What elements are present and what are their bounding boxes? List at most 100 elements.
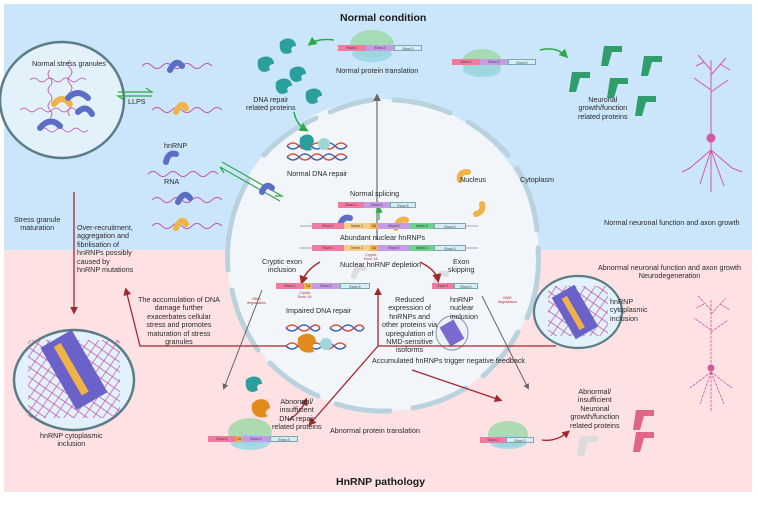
hnrnp-single-icon bbox=[163, 150, 179, 165]
exon-1: Exon 1 bbox=[338, 202, 364, 208]
label-line: Abnormal/ bbox=[280, 397, 314, 406]
intron-2: Intron 2 bbox=[410, 245, 434, 251]
label-line: hnRNPs and bbox=[389, 311, 430, 321]
label-line: stress and promotes bbox=[146, 320, 212, 330]
label-line: DNA repair bbox=[253, 95, 289, 104]
hnrnp-depleted-gray-1-icon bbox=[351, 264, 367, 279]
intron-1: Intron 1 bbox=[344, 223, 370, 229]
exon-1a: 1A bbox=[304, 283, 312, 289]
label-line: related proteins bbox=[578, 111, 628, 121]
label-normal-stress-granules: Normal stress granules bbox=[32, 59, 106, 68]
dna-normal bbox=[286, 142, 348, 161]
label-line: NMD-sensitive bbox=[386, 337, 433, 347]
label-exon-skipping: Exon skipping bbox=[448, 257, 474, 275]
label-line: inclusion bbox=[610, 313, 638, 323]
label-line: hnRNP bbox=[450, 295, 474, 304]
label-line: hnRNP cytoplasmic bbox=[40, 431, 103, 440]
exon-1: Exon 1 bbox=[312, 245, 344, 251]
nuclear-inclusion-fibrils bbox=[439, 319, 465, 347]
label-over-recruitment: Over-recruitment, aggregation and fibril… bbox=[77, 223, 134, 275]
label-line: inclusion bbox=[267, 265, 296, 275]
label-stress-granule-maturation: Stress granule maturation bbox=[14, 215, 61, 233]
exon-3: Exon 3 bbox=[340, 283, 370, 289]
exon-3: Exon 3 bbox=[454, 283, 478, 289]
label-line: growth/function bbox=[570, 412, 620, 422]
label-normal-splicing: Normal splicing bbox=[350, 189, 400, 198]
label-llps: LLPS bbox=[128, 97, 146, 106]
label-line: Neurodegeneration bbox=[638, 271, 701, 281]
label-line: Exon 1A bbox=[298, 295, 312, 299]
label-line: degradation bbox=[498, 300, 517, 304]
label-line: insufficient bbox=[279, 405, 314, 415]
label-line: Reduced bbox=[395, 295, 424, 304]
arrow-dna-damage-feedback bbox=[123, 287, 286, 347]
label-abnormal-dna-repair-proteins: Abnormal/ insufficient DNA repair relate… bbox=[272, 397, 322, 432]
label-line: aggregation and bbox=[77, 231, 129, 241]
label-line: fibrilisation of bbox=[77, 239, 119, 249]
label-line: related proteins bbox=[570, 420, 620, 430]
rna-strands-top bbox=[141, 63, 223, 229]
dna-impaired bbox=[285, 324, 365, 350]
exon-2: Exon 2 bbox=[366, 45, 394, 51]
exon-3: Exon 3 bbox=[394, 45, 422, 51]
healthy-neuron bbox=[681, 54, 743, 192]
arrow-to-dna-repair-proteins bbox=[307, 36, 335, 46]
label-line: maturation of stress bbox=[147, 328, 211, 338]
label-line: other proteins via bbox=[382, 320, 438, 330]
hnrnp-nucleus-blue-icon bbox=[259, 182, 275, 195]
arrow-skip-nmd bbox=[481, 295, 529, 390]
label-dna-repair-proteins: DNA repair related proteins bbox=[246, 95, 296, 113]
nuclear-envelope bbox=[225, 97, 541, 414]
label-line: nuclear bbox=[450, 303, 474, 313]
label-line: insufficient bbox=[577, 395, 612, 405]
hnrnp-yellow-icon bbox=[173, 101, 189, 115]
right-inclusion-core bbox=[561, 295, 585, 331]
label-line: hnRNPs possibly bbox=[77, 248, 132, 258]
hnrnp-blue-icon bbox=[167, 59, 185, 73]
hnrnp-rna-blue-icon bbox=[175, 191, 193, 205]
label-line: exacerbates cellular bbox=[146, 311, 211, 321]
exon-2: Exon 2 bbox=[364, 202, 390, 208]
exon-3: Exon 3 bbox=[506, 437, 534, 443]
label-line: degradation bbox=[247, 301, 266, 305]
label-line: cytoplasmic bbox=[610, 305, 648, 315]
label-nmd-degradation-right: NMD degradation bbox=[498, 296, 517, 304]
arrow-to-abnormal-repair-proteins bbox=[287, 397, 308, 421]
label-hnrnp-nuclear-inclusion: hnRNP nuclear inclusion bbox=[450, 295, 478, 321]
intron-2: Intron 2 bbox=[410, 223, 434, 229]
exon-1: Exon 1 bbox=[432, 283, 454, 289]
hnrnp-nucleus-yellow-1-icon bbox=[456, 169, 471, 183]
dna-repair-complex-icon bbox=[299, 134, 330, 151]
exon-2: Exon 2 bbox=[242, 436, 270, 442]
label-line: Abnormal neuronal function and axon grow… bbox=[598, 263, 742, 272]
label-line: inclusion bbox=[450, 311, 478, 321]
label-line: Cryptic bbox=[365, 253, 377, 257]
label-line: NMD bbox=[252, 297, 261, 301]
label-line: granules bbox=[165, 337, 193, 347]
label-line: Stress granule bbox=[14, 215, 61, 224]
label-hnrnp-cytoplasmic-inclusion-left: hnRNP cytoplasmic inclusion bbox=[40, 431, 103, 449]
label-line: isoforms bbox=[395, 345, 424, 355]
label-line: Cryptic exon bbox=[262, 257, 302, 266]
label-line: related proteins bbox=[246, 103, 296, 113]
arrow-proteins-to-nucleus bbox=[293, 111, 309, 132]
label-abnormal-neuronal-function: Abnormal neuronal function and axon grow… bbox=[598, 263, 742, 281]
label-line: upregulation of bbox=[385, 328, 434, 338]
label-line: growth/function bbox=[578, 103, 628, 113]
label-rna: RNA bbox=[164, 177, 180, 186]
label-negative-feedback: Accumulated hnRNPs trigger negative feed… bbox=[372, 356, 526, 365]
label-line: caused by bbox=[77, 256, 110, 266]
arrow-to-abnormal-translation bbox=[308, 345, 379, 426]
label-line: NMD bbox=[503, 296, 512, 300]
exon-1: Exon 1 bbox=[452, 59, 480, 65]
stress-granule-hnrnps bbox=[37, 90, 95, 131]
llps-equilibrium-arrow bbox=[116, 87, 154, 101]
arrow-cryptic-inclusion bbox=[299, 261, 321, 285]
label-hnrnp-cytoplasmic-inclusion-right: hnRNP cytoplasmic inclusion bbox=[610, 297, 648, 323]
label-line: hnRNP mutations bbox=[77, 265, 134, 275]
label-abundant-nuclear-hnrnps: Abundant nuclear hnRNPs bbox=[340, 233, 426, 242]
label-cryptic-exon-inclusion: Cryptic exon inclusion bbox=[262, 257, 302, 275]
exon-1: Exon 1 bbox=[312, 223, 344, 229]
label-nucleus: Nucleus bbox=[460, 175, 486, 184]
